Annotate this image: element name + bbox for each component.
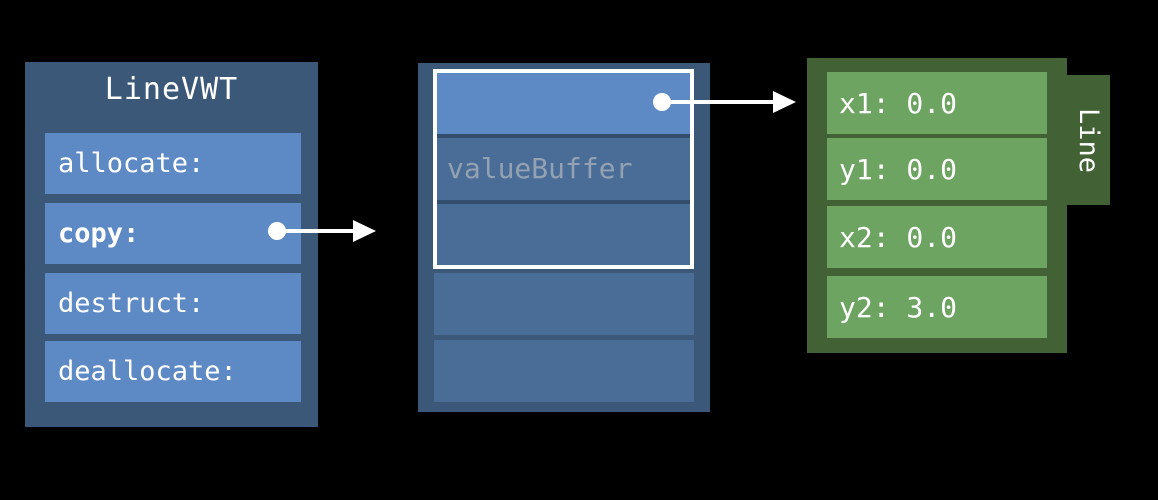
value-buffer-region: valueBuffer — [433, 69, 694, 269]
copy-arrowhead — [353, 220, 376, 242]
line-box: Line x1: 0.0 y1: 0.0 x2: 0.0 y2: 3.0 — [807, 58, 1110, 353]
line-field-y1: y1: 0.0 — [827, 138, 1047, 200]
line-type-tab: Line — [1067, 75, 1110, 205]
line-field-x2: x2: 0.0 — [827, 206, 1047, 268]
vwt-row-destruct: destruct: — [45, 273, 301, 334]
buffer-word-row — [434, 273, 694, 335]
buffer-slot-empty — [437, 203, 690, 265]
line-field-y2: y2: 3.0 — [827, 276, 1047, 338]
vwt-row-copy: copy: — [45, 203, 301, 264]
line-type-tab-label: Line — [1073, 107, 1104, 173]
vwt-row-deallocate: deallocate: — [45, 341, 301, 402]
value-buffer-label: valueBuffer — [437, 138, 690, 200]
buffer-box: valueBuffer — [418, 63, 710, 412]
buffer-arrowhead — [773, 91, 796, 113]
vwt-title: LineVWT — [104, 72, 239, 107]
line-field-x1: x1: 0.0 — [827, 72, 1047, 134]
buffer-slot-pointer — [437, 73, 690, 135]
buffer-word-row — [434, 340, 694, 402]
linevwt-box: LineVWT allocate: copy: destruct: deallo… — [25, 62, 318, 427]
vwt-row-allocate: allocate: — [45, 133, 301, 194]
